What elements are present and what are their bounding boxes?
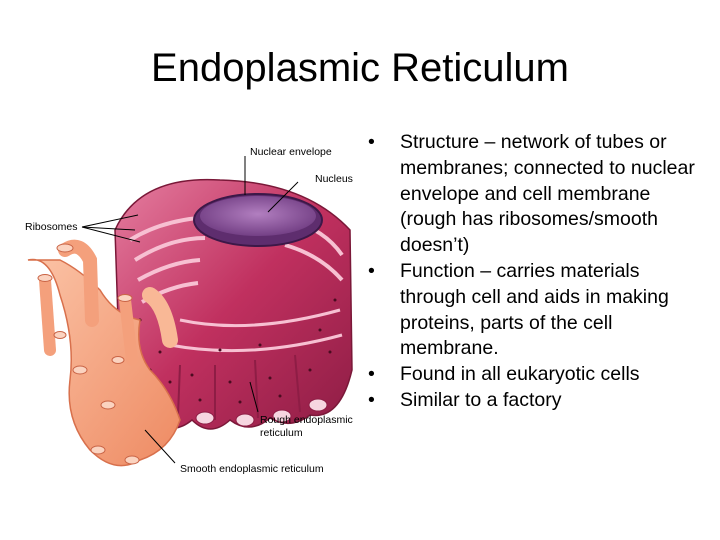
bullet-text: Similar to a factory: [400, 388, 562, 411]
endoplasmic-reticulum-diagram: Nuclear envelope Nucleus Ribosomes Rough…: [25, 146, 353, 475]
bullet-glyph: •: [368, 363, 375, 386]
leader-lines: [81, 156, 299, 464]
bullet-item: • Similar to a factory: [368, 388, 708, 414]
label-rough-er-line1: Rough endoplasmic: [260, 414, 353, 426]
label-rough-er-line2: reticulum: [260, 427, 303, 439]
bullet-text: Structure – network of tubes or membrane…: [400, 131, 695, 257]
label-nuclear-envelope: Nuclear envelope: [250, 146, 332, 158]
bullet-item: • Function – carries materials through ce…: [368, 259, 708, 362]
bullet-glyph: •: [368, 388, 375, 411]
label-smooth-er: Smooth endoplasmic reticulum: [180, 463, 324, 475]
bullet-text: Found in all eukaryotic cells: [400, 363, 640, 386]
label-ribosomes: Ribosomes: [25, 221, 78, 233]
bullet-item: • Structure – network of tubes or membran…: [368, 130, 708, 259]
ribosome-dots: [138, 298, 337, 404]
bullet-item: • Found in all eukaryotic cells: [368, 362, 708, 388]
slide-title: Endoplasmic Reticulum: [151, 46, 569, 90]
bullet-glyph: •: [368, 259, 375, 282]
bullet-list: • Structure – network of tubes or membran…: [368, 130, 708, 414]
label-nucleus: Nucleus: [315, 173, 353, 185]
smooth-er-shape: [27, 239, 181, 467]
nucleus-shape: [193, 193, 323, 247]
bullet-text: Function – carries materials through cel…: [400, 259, 669, 360]
bullet-glyph: •: [368, 131, 375, 153]
